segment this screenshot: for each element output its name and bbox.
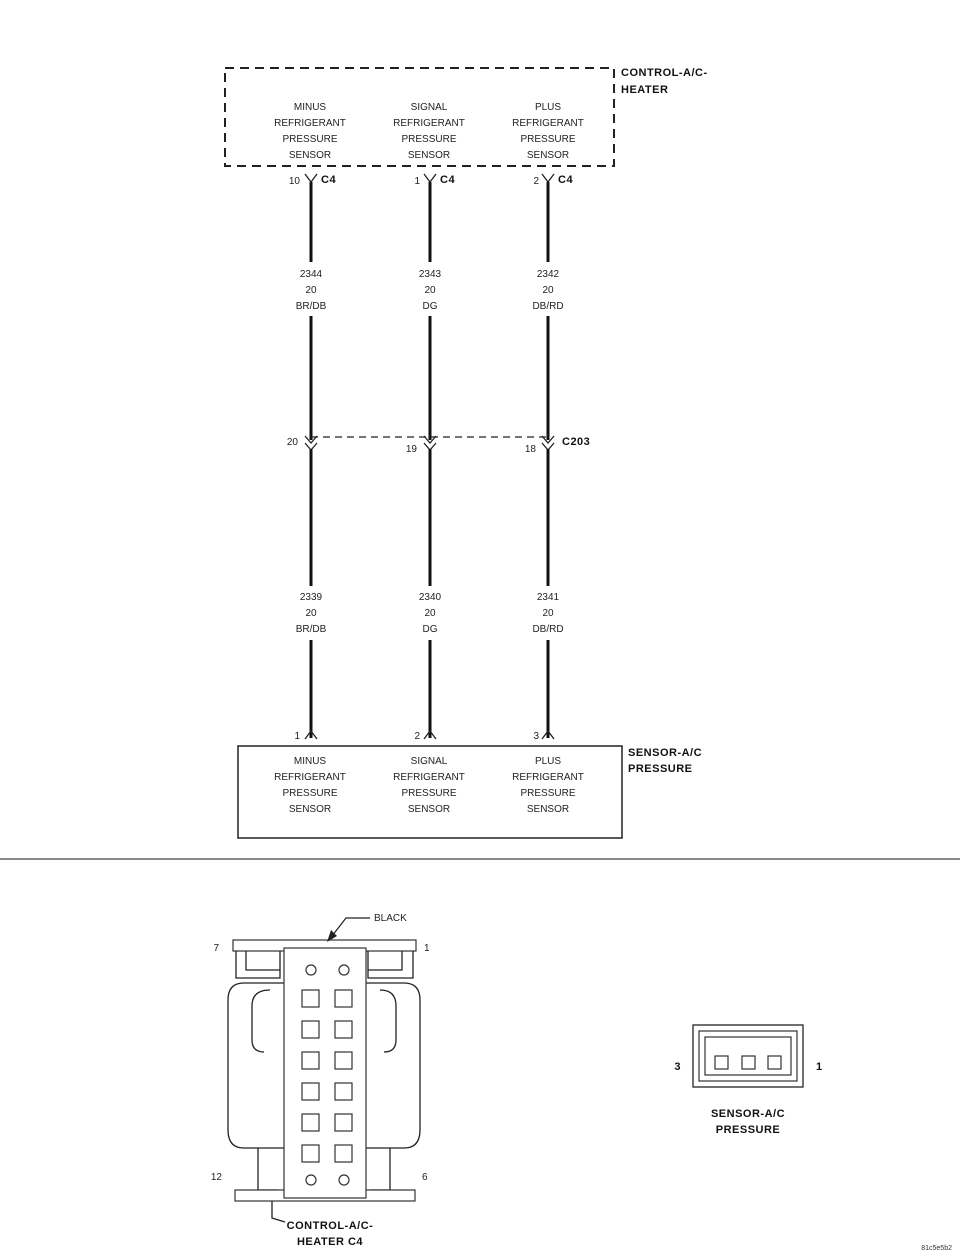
wire-label-2341: 2341 20 DB/RD [532, 592, 563, 635]
svg-text:SENSOR: SENSOR [527, 804, 569, 815]
c4-color-label: BLACK [374, 913, 407, 924]
svg-text:SENSOR: SENSOR [408, 150, 450, 161]
wire-label-2342: 2342 20 DB/RD [532, 269, 563, 312]
sensor-face-pin-1-label: 1 [816, 1061, 823, 1073]
sensor-cavity-1: 1 [294, 729, 318, 742]
c4-connector-face [227, 939, 421, 1223]
svg-text:20: 20 [287, 437, 299, 448]
svg-text:BR/DB: BR/DB [296, 624, 327, 635]
svg-text:C4: C4 [440, 174, 455, 186]
svg-text:PRESSURE: PRESSURE [520, 788, 575, 799]
sensor-pin-1-description: MINUS REFRIGERANT PRESSURE SENSOR [274, 756, 346, 815]
svg-text:2341: 2341 [537, 592, 560, 603]
svg-text:BR/DB: BR/DB [296, 301, 327, 312]
sensor-cavity-3: 3 [533, 729, 555, 742]
color-callout-arrow [327, 930, 337, 942]
c4-cavity-10: 10 C4 [289, 173, 336, 187]
svg-text:19: 19 [406, 444, 418, 455]
wire-label-2340: 2340 20 DG [419, 592, 442, 635]
sensor-pin-2-description: SIGNAL REFRIGERANT PRESSURE SENSOR [393, 756, 465, 815]
svg-text:PRESSURE: PRESSURE [520, 134, 575, 145]
sensor-box [237, 745, 623, 839]
control-module-pin-1: MINUS REFRIGERANT PRESSURE SENSOR [274, 102, 346, 161]
sensor-title-line2: PRESSURE [628, 763, 693, 775]
control-module-title-line1: CONTROL-A/C- [621, 67, 708, 79]
svg-text:SIGNAL: SIGNAL [411, 102, 448, 113]
svg-text:2340: 2340 [419, 592, 442, 603]
svg-text:PRESSURE: PRESSURE [282, 788, 337, 799]
svg-text:DG: DG [423, 624, 438, 635]
svg-text:REFRIGERANT: REFRIGERANT [393, 118, 465, 129]
svg-text:2343: 2343 [419, 269, 442, 280]
svg-text:SIGNAL: SIGNAL [411, 756, 448, 767]
svg-text:REFRIGERANT: REFRIGERANT [393, 772, 465, 783]
c4-cavity-1: 1 C4 [414, 173, 455, 187]
sensor-cavity-2: 2 [414, 729, 437, 742]
svg-text:SENSOR: SENSOR [289, 804, 331, 815]
sensor-connector-face [692, 1024, 804, 1088]
c4-cavity-2: 2 C4 [533, 173, 573, 187]
svg-text:20: 20 [424, 285, 436, 296]
svg-text:DB/RD: DB/RD [532, 624, 563, 635]
sensor-face-title-line2: PRESSURE [716, 1124, 781, 1136]
control-module-pin-2: SIGNAL REFRIGERANT PRESSURE SENSOR [393, 102, 465, 161]
c4-pin-7-label: 7 [213, 943, 219, 954]
svg-text:DB/RD: DB/RD [532, 301, 563, 312]
control-module-title-line2: HEATER [621, 84, 668, 96]
sensor-face-title-line1: SENSOR-A/C [711, 1108, 785, 1120]
control-module-box [224, 67, 615, 167]
svg-text:MINUS: MINUS [294, 102, 327, 113]
figure-id: 81c5e5b2 [921, 1245, 952, 1252]
wire-label-2339: 2339 20 BR/DB [296, 592, 327, 635]
svg-text:SENSOR: SENSOR [289, 150, 331, 161]
svg-text:20: 20 [424, 608, 436, 619]
svg-text:DG: DG [423, 301, 438, 312]
wire-label-2344: 2344 20 BR/DB [296, 269, 327, 312]
svg-text:PRESSURE: PRESSURE [282, 134, 337, 145]
svg-text:2344: 2344 [300, 269, 323, 280]
svg-text:20: 20 [305, 285, 317, 296]
svg-text:20: 20 [305, 608, 317, 619]
wire-label-2343: 2343 20 DG [419, 269, 442, 312]
c4-pin-6-label: 6 [422, 1172, 428, 1183]
svg-text:REFRIGERANT: REFRIGERANT [274, 772, 346, 783]
svg-text:2342: 2342 [537, 269, 560, 280]
svg-text:PRESSURE: PRESSURE [401, 134, 456, 145]
c4-face-title-line1: CONTROL-A/C- [287, 1220, 374, 1232]
svg-text:20: 20 [542, 608, 554, 619]
color-callout-leader [331, 917, 370, 937]
svg-text:1: 1 [294, 731, 300, 742]
svg-text:PLUS: PLUS [535, 102, 561, 113]
c4-cavity-grid [301, 964, 353, 1186]
svg-text:2: 2 [533, 176, 539, 187]
svg-text:C4: C4 [321, 174, 336, 186]
svg-text:18: 18 [525, 444, 537, 455]
svg-text:SENSOR: SENSOR [527, 150, 569, 161]
c203-cavity-18: 18 [525, 435, 555, 455]
svg-text:REFRIGERANT: REFRIGERANT [512, 118, 584, 129]
svg-text:20: 20 [542, 285, 554, 296]
c4-face-title-line2: HEATER C4 [297, 1236, 363, 1248]
c4-pin-1-label: 1 [424, 943, 430, 954]
c203-label: C203 [562, 436, 590, 448]
sensor-pin-3-description: PLUS REFRIGERANT PRESSURE SENSOR [512, 756, 584, 815]
svg-text:REFRIGERANT: REFRIGERANT [512, 772, 584, 783]
control-module-pin-3: PLUS REFRIGERANT PRESSURE SENSOR [512, 102, 584, 161]
svg-text:2339: 2339 [300, 592, 323, 603]
sensor-title-line1: SENSOR-A/C [628, 747, 702, 759]
svg-text:MINUS: MINUS [294, 756, 327, 767]
svg-text:REFRIGERANT: REFRIGERANT [274, 118, 346, 129]
svg-text:3: 3 [533, 731, 539, 742]
c4-pin-12-label: 12 [211, 1172, 223, 1183]
svg-text:2: 2 [414, 731, 420, 742]
svg-text:C4: C4 [558, 174, 573, 186]
svg-text:1: 1 [414, 176, 420, 187]
svg-text:PLUS: PLUS [535, 756, 561, 767]
svg-text:10: 10 [289, 176, 301, 187]
sensor-face-pin-3-label: 3 [674, 1061, 681, 1073]
svg-text:SENSOR: SENSOR [408, 804, 450, 815]
svg-text:PRESSURE: PRESSURE [401, 788, 456, 799]
